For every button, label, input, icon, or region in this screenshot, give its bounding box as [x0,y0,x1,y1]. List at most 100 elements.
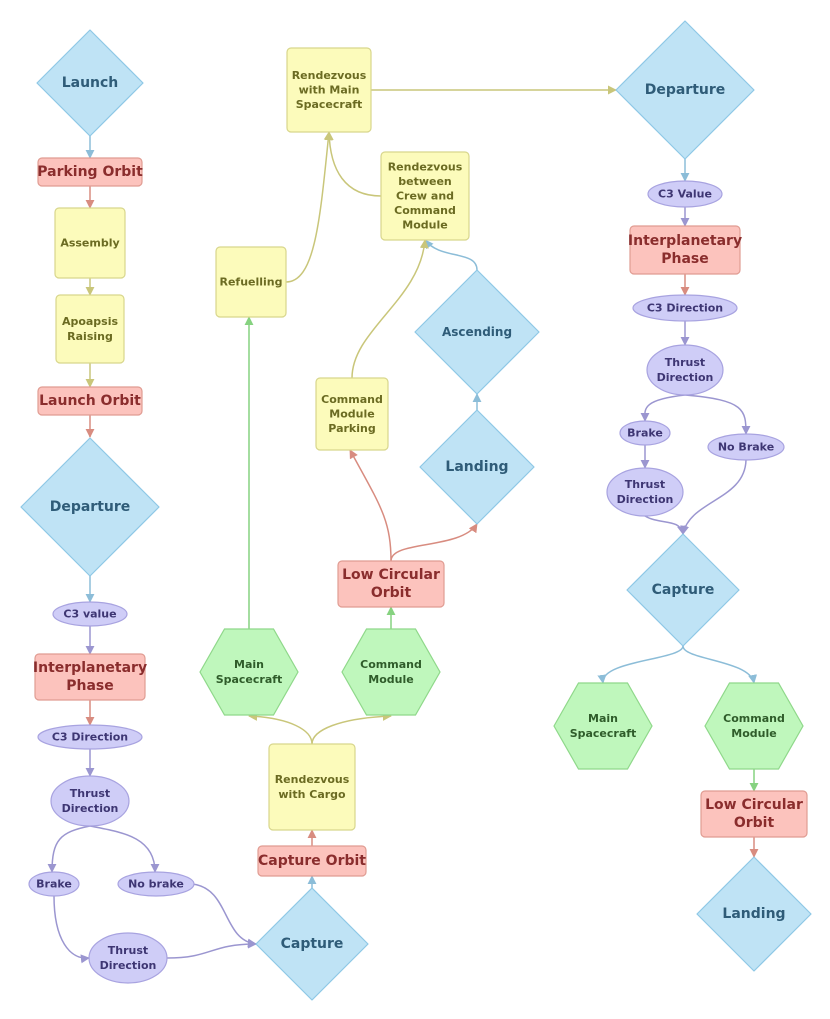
n33-label-line-1: Direction [617,493,674,506]
n29-shape [632,294,738,322]
n36-label-line-0: Command [723,712,785,725]
edge-n30-to-n32 [684,394,751,435]
n5-shape [37,386,143,416]
n24-label-line-0: Rendezvous [388,160,463,173]
n25-label-line-2: Spacecraft [296,98,363,111]
n19-label-line-0: Refuelling [219,276,282,289]
edge-n10-to-n11 [47,825,91,873]
node-n31-ellipse: Brake [619,420,671,446]
n31-shape [619,420,671,446]
n9-label-line-0: C3 Direction [52,731,128,744]
n21-label-line-0: Command [321,393,383,406]
n16-shape [268,743,356,831]
n21-label-line-2: Parking [328,422,375,435]
node-n38-diamond: Landing [696,856,812,972]
n20-shape [337,560,445,608]
edge-n33-to-n34 [644,515,686,535]
node-n12-ellipse: No brake [117,871,195,897]
edge-n30-to-n31 [640,394,686,422]
n18-label-line-0: Command [360,658,422,671]
n37-shape [700,790,808,838]
n28-label-line-0: Interplanetary [628,233,742,249]
n2-shape [37,157,143,187]
n14-label-line-0: Capture [281,936,344,952]
node-n27-ellipse: C3 Value [647,180,723,208]
node-n19-rect: Refuelling [215,246,287,318]
n38-shape [696,856,812,972]
n8-label-line-1: Phase [66,678,114,694]
edge-n10-to-n12 [89,825,160,873]
n12-label-line-0: No brake [128,878,184,891]
n24-label-line-3: Command [394,204,456,217]
n15-shape [257,845,367,877]
n4-label-line-1: Raising [67,330,113,343]
n3-label-line-0: Assembly [60,237,119,250]
n20-label-line-1: Orbit [371,585,412,601]
n10-shape [50,775,130,827]
node-n34-diamond: Capture [626,533,740,647]
n32-shape [707,433,785,461]
n24-shape [380,151,470,241]
n14-shape [255,887,369,1001]
edge-n12-to-n14 [191,883,257,948]
n9-shape [37,724,143,750]
n24-label-line-4: Module [402,219,447,232]
n4-shape [55,294,125,364]
n11-label-line-0: Brake [36,878,72,891]
n3-shape [54,207,126,279]
n34-label-line-0: Capture [652,582,715,598]
n21-label-line-1: Module [329,408,374,421]
edge-n11-to-n13 [53,895,90,964]
n8-shape [34,653,146,701]
node-n2-rect: Parking Orbit [37,157,143,187]
n30-shape [646,344,724,396]
n7-label-line-0: C3 value [63,608,116,621]
edge-n32-to-n34 [680,459,747,535]
node-n26-diamond: Departure [615,20,755,160]
n36-shape [704,682,804,770]
n7-shape [52,601,128,627]
edge-n21-to-n24 [351,239,429,379]
n22-label-line-0: Landing [445,459,508,475]
n27-label-line-0: C3 Value [658,188,712,201]
n26-shape [615,20,755,160]
node-n22-diamond: Landing [419,409,535,525]
node-n23-diamond: Ascending [414,269,540,395]
n37-label-line-0: Low Circular [705,797,803,813]
node-n14-diamond: Capture [255,887,369,1001]
n13-shape [88,932,168,984]
edge-n23-to-n24 [424,239,478,271]
n35-label-line-1: Spacecraft [570,727,637,740]
n25-label-line-0: Rendezvous [292,69,367,82]
n2-label-line-0: Parking Orbit [37,164,143,180]
edge-n20-to-n21 [349,449,392,562]
edge-n13-to-n14 [166,939,257,959]
n21-shape [315,377,389,451]
n33-label-line-0: Thrust [625,478,665,491]
n38-label-line-0: Landing [722,906,785,922]
n4-label-line-0: Apoapsis [62,315,119,328]
n18-shape [341,628,441,716]
n19-shape [215,246,287,318]
n10-label-line-0: Thrust [70,787,110,800]
node-n32-ellipse: No Brake [707,433,785,461]
n35-label-line-0: Main [588,712,618,725]
n13-label-line-0: Thrust [108,944,148,957]
edge-n16-to-n18 [311,711,392,745]
n31-label-line-0: Brake [627,427,663,440]
n5-label-line-0: Launch Orbit [39,393,141,409]
n36-label-line-1: Module [731,727,776,740]
